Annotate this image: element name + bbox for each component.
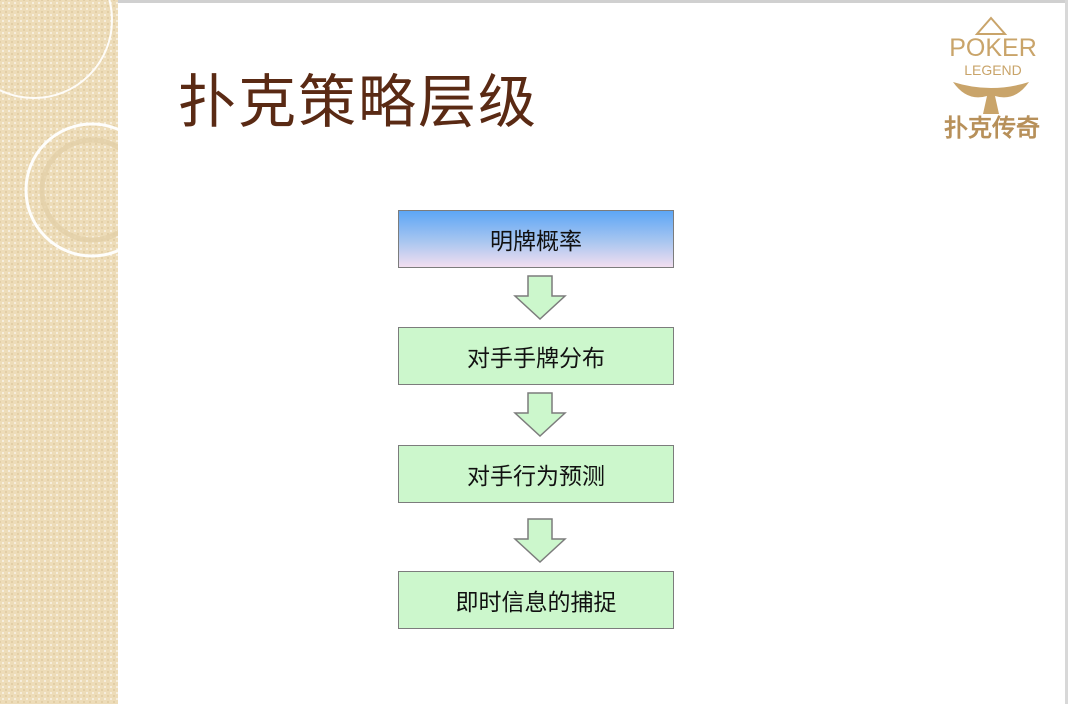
flow-step-visible-card-probability: 明牌概率 (398, 210, 674, 268)
down-arrow-icon (513, 275, 567, 321)
slide-title: 扑克策略层级 (178, 68, 539, 136)
flow-step-opponent-action-prediction: 对手行为预测 (398, 445, 674, 503)
flow-step-opponent-hand-range: 对手手牌分布 (398, 327, 674, 385)
decorative-sidebar (0, 0, 118, 704)
spade-crown-icon (953, 16, 1029, 114)
flow-step-realtime-info-capture: 即时信息的捕捉 (398, 571, 674, 629)
down-arrow-icon (513, 392, 567, 438)
poker-legend-logo: POKER LEGEND 扑克传奇 (935, 16, 1047, 146)
slide-top-border (0, 0, 1068, 3)
sidebar-circles-decoration (0, 0, 118, 258)
logo-text-chinese: 扑克传奇 (944, 114, 1040, 142)
down-arrow-icon (513, 518, 567, 564)
logo-text-legend: LEGEND (964, 62, 1022, 78)
slide-right-border (1065, 0, 1068, 704)
logo-text-poker: POKER (949, 34, 1037, 62)
